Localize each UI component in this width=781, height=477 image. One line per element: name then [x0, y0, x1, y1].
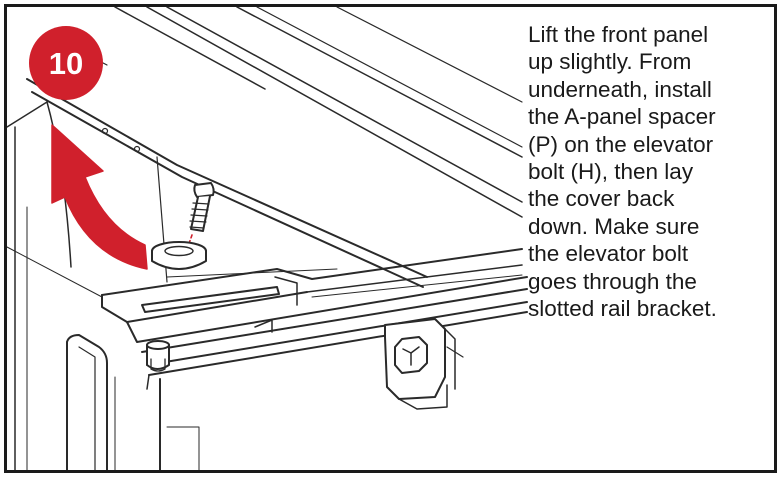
- elevator-bolt: [189, 182, 215, 232]
- instruction-line: the A-panel spacer: [528, 104, 716, 130]
- instruction-text: Lift the front panel up slightly. From u…: [528, 21, 768, 322]
- truck-bed-wall: [7, 126, 200, 470]
- instruction-line: the elevator bolt: [528, 241, 689, 267]
- a-panel-spacer: [151, 241, 207, 270]
- bolt-head-under-rail: [146, 340, 170, 372]
- svg-text:10: 10: [49, 46, 83, 81]
- instruction-line: down. Make sure: [528, 213, 700, 239]
- installation-illustration: 10: [7, 7, 528, 470]
- rail-bracket: [384, 318, 464, 410]
- instruction-step-frame: 10 Lift the front panel up slightly. Fro…: [4, 4, 777, 473]
- side-rail: [101, 248, 528, 390]
- instruction-line: Lift the front panel: [528, 22, 709, 47]
- step-number-badge: 10: [29, 26, 103, 100]
- lift-arrow-icon: [51, 124, 148, 270]
- instruction-line: underneath, install: [528, 76, 712, 102]
- instruction-line: bolt (H), then lay: [528, 159, 694, 185]
- instruction-line: up slightly. From: [528, 49, 692, 75]
- instruction-line: slotted rail bracket.: [528, 296, 717, 322]
- instruction-line: (P) on the elevator: [528, 131, 714, 157]
- instruction-line: goes through the: [528, 268, 697, 294]
- instruction-line: the cover back: [528, 186, 675, 212]
